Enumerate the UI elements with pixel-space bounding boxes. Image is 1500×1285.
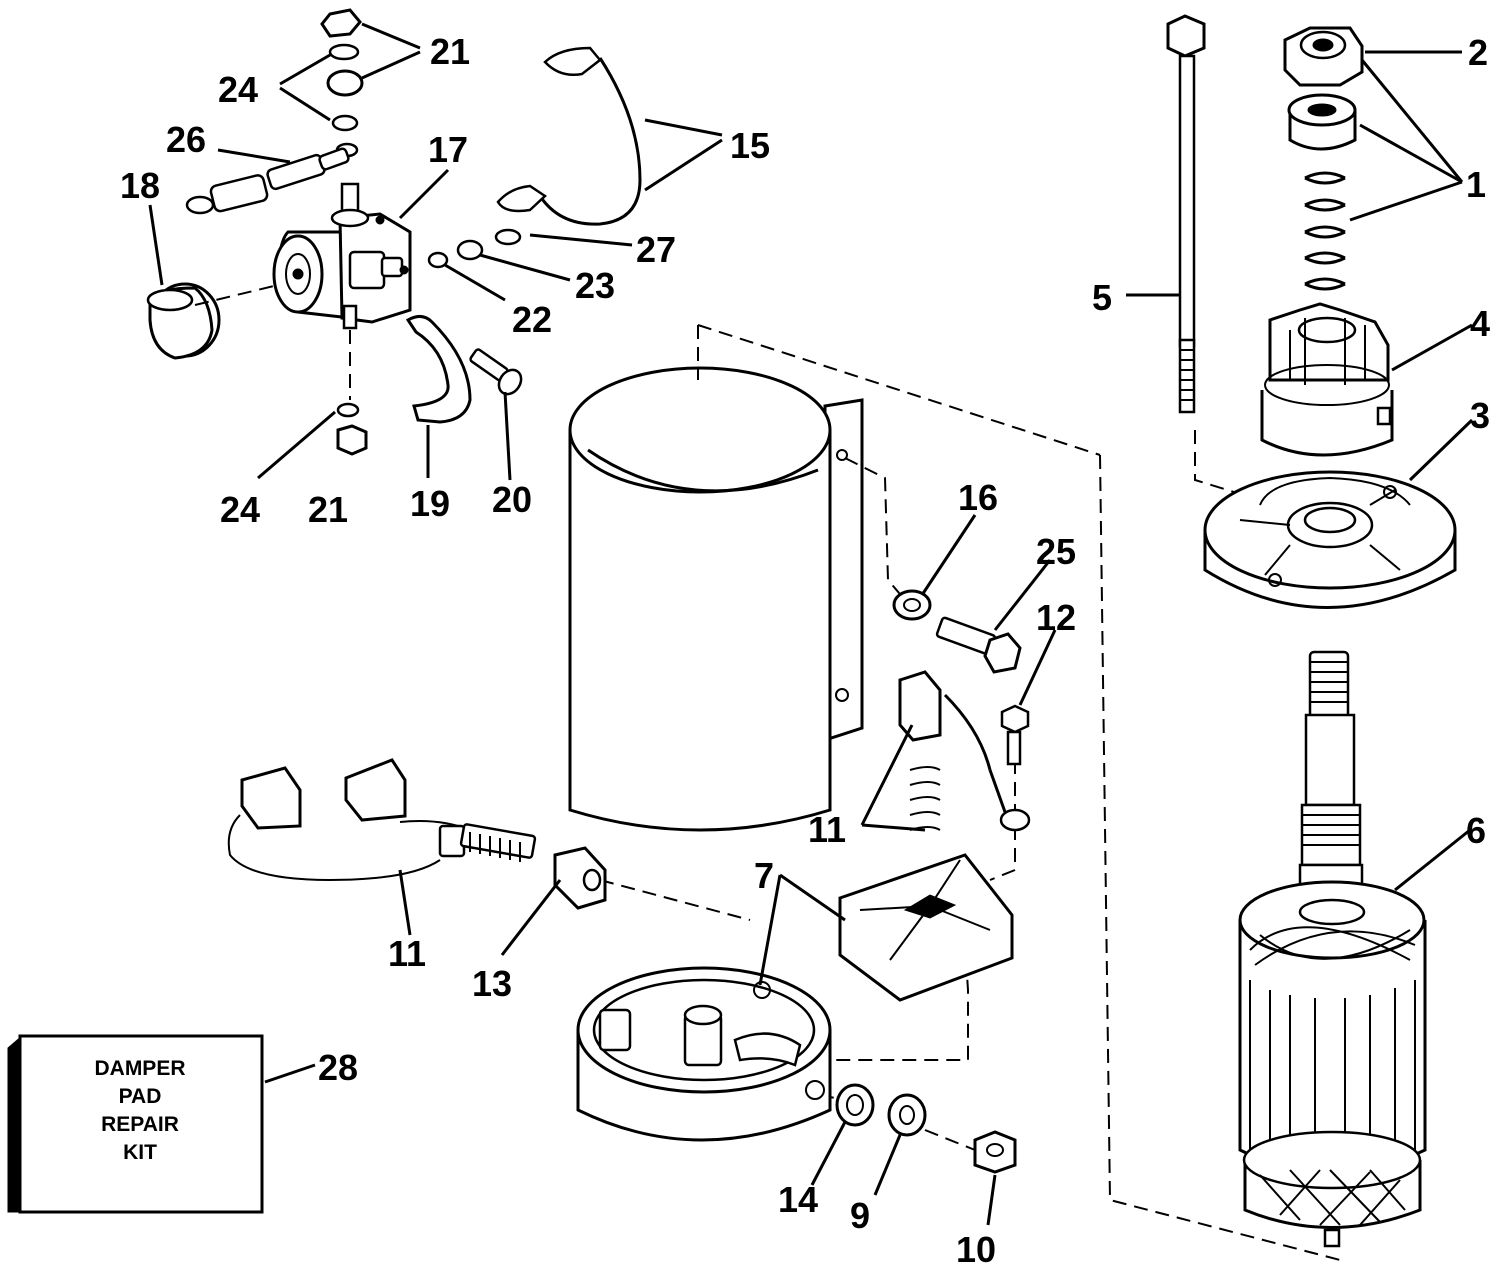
callout-11-left: 11 — [388, 933, 426, 974]
brush-assembly-11 — [227, 758, 537, 882]
nut-10 — [973, 1130, 1017, 1174]
screw-20 — [469, 348, 523, 396]
armature-6 — [1238, 650, 1427, 1248]
brush-11-spring — [898, 670, 1031, 832]
callout-6: 6 — [1466, 810, 1486, 851]
kit-line-1: DAMPER — [94, 1057, 185, 1080]
callout-21-bottom: 21 — [308, 489, 348, 530]
drive-kit-1 — [1287, 93, 1357, 291]
washer-24-top — [328, 43, 360, 61]
callout-1: 1 — [1466, 164, 1486, 205]
callout-24-bottom: 24 — [220, 489, 260, 530]
callout-21-top: 21 — [430, 31, 470, 72]
washer-9 — [887, 1093, 927, 1137]
callout-4: 4 — [1470, 303, 1490, 344]
kit-line-3: REPAIR — [101, 1113, 179, 1136]
strap-19 — [405, 315, 472, 424]
callout-18: 18 — [120, 165, 160, 206]
sleeve-18 — [146, 282, 221, 360]
callout-28: 28 — [318, 1047, 358, 1088]
nut-21-bottom — [336, 424, 368, 456]
solenoid-group — [146, 8, 523, 456]
washer-23 — [456, 239, 484, 261]
screw-12 — [1000, 704, 1030, 766]
callout-2: 2 — [1468, 32, 1488, 73]
drive-pinion-4 — [1260, 302, 1394, 457]
bracket-13 — [553, 846, 607, 910]
callout-26: 26 — [166, 119, 206, 160]
callout-10: 10 — [956, 1229, 996, 1270]
brush-plate-7 — [838, 853, 1014, 1002]
cable-15 — [496, 46, 642, 226]
solenoid-17 — [272, 182, 412, 330]
callout-3: 3 — [1470, 395, 1490, 436]
kit-line-4: KIT — [123, 1141, 157, 1164]
callout-27: 27 — [636, 229, 676, 270]
callout-19: 19 — [410, 483, 450, 524]
washer-24-mid — [331, 114, 359, 132]
callout-20: 20 — [492, 479, 532, 520]
kit-line-2: PAD — [119, 1085, 162, 1108]
washer-24-bottom — [336, 402, 360, 418]
callout-14: 14 — [778, 1179, 818, 1220]
lockwasher-27 — [494, 228, 522, 246]
drive-end-cap-3 — [1203, 470, 1457, 609]
callout-13: 13 — [472, 963, 512, 1004]
callout-9: 9 — [850, 1195, 870, 1236]
link-26 — [185, 147, 350, 215]
callout-23: 23 — [575, 265, 615, 306]
thru-bolt-5 — [1166, 14, 1206, 414]
callout-16: 16 — [958, 477, 998, 518]
field-frame-housing — [568, 366, 864, 832]
end-cap-housing — [576, 966, 832, 1142]
callout-22: 22 — [512, 299, 552, 340]
callout-25: 25 — [1036, 531, 1076, 572]
nut-2 — [1283, 26, 1364, 87]
callout-11-right: 11 — [808, 809, 846, 850]
callout-12: 12 — [1036, 597, 1076, 638]
damper-pad-repair-kit-box: DAMPER PAD REPAIR KIT — [7, 1034, 264, 1214]
nut-21-mid — [326, 69, 364, 97]
callout-7: 7 — [754, 855, 774, 896]
washer-14 — [835, 1083, 875, 1127]
screw-25 — [935, 616, 1022, 674]
callout-5: 5 — [1092, 277, 1112, 318]
washer-22 — [427, 251, 449, 269]
callout-numbers: 21 24 26 17 18 15 27 23 22 24 21 19 20 2… — [120, 31, 1490, 1270]
nut-21-top — [320, 8, 362, 38]
callout-17: 17 — [428, 129, 468, 170]
callout-15: 15 — [730, 125, 770, 166]
washer-16 — [892, 589, 932, 621]
leader-lines — [148, 22, 1474, 1226]
callout-24-top: 24 — [218, 69, 258, 110]
